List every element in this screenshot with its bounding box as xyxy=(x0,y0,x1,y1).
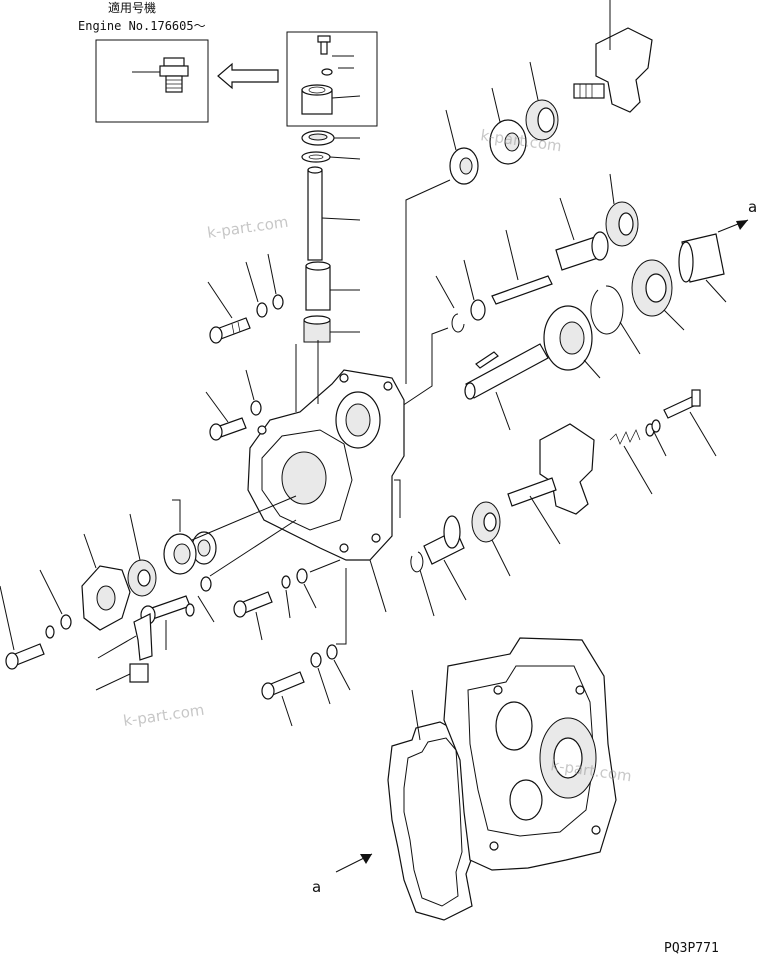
washer-lower-mid xyxy=(281,568,317,619)
nut-left xyxy=(127,513,157,597)
washer-mid-left xyxy=(245,369,262,416)
snap-ring-lower xyxy=(410,551,435,617)
section-label-left: a xyxy=(312,878,321,896)
sleeve-right xyxy=(678,233,727,303)
inset-box-right xyxy=(286,31,378,127)
washer-top xyxy=(301,151,361,163)
engine-serial: Engine No.176605～ xyxy=(78,19,206,33)
bracket-clip xyxy=(95,613,153,691)
washer-center-left xyxy=(185,576,215,623)
section-label-right: a xyxy=(748,198,757,216)
bearing-right xyxy=(543,305,601,379)
snap-ring-mid xyxy=(401,275,465,407)
shaft-main xyxy=(464,343,549,431)
gear-lower xyxy=(471,501,511,577)
drawing-code: PQ3P771 xyxy=(664,941,719,956)
tube-long xyxy=(307,166,361,261)
bolt-left-lower xyxy=(0,585,45,670)
timing-gear-case xyxy=(443,637,617,871)
watermark: k-part.com xyxy=(122,701,205,730)
sleeve xyxy=(305,261,360,311)
bearing-left-2 xyxy=(163,499,197,575)
nut-upper xyxy=(405,109,479,384)
bolt-upper-left xyxy=(207,281,251,344)
gear-small-top xyxy=(303,315,360,343)
washer-upper-left-1 xyxy=(245,261,268,318)
washer-upper-left-2 xyxy=(267,253,284,310)
pin-shaft xyxy=(491,229,553,305)
gasket xyxy=(387,689,475,921)
shaft-flanged xyxy=(555,197,609,271)
gear-upper xyxy=(525,61,559,141)
applicable-label: 適用号機 xyxy=(108,0,156,15)
pump-housing xyxy=(247,340,405,613)
washer-bottom xyxy=(310,568,351,705)
watermark: k-part.com xyxy=(206,213,289,242)
bearing-top xyxy=(301,130,360,146)
replacement-arrow xyxy=(217,62,279,90)
bolt-lower-mid xyxy=(233,591,273,641)
bolt-mid-left xyxy=(205,391,247,441)
washer-left-1 xyxy=(39,569,72,630)
inset-bolt xyxy=(317,35,331,55)
washer-mid xyxy=(463,259,486,321)
governor-lever-top xyxy=(573,0,653,113)
washer-left-2 xyxy=(45,625,55,639)
spring-right xyxy=(609,419,667,495)
rod-right xyxy=(663,389,717,457)
coupling-left xyxy=(81,533,131,631)
snap-ring-right xyxy=(590,285,641,355)
gear-mid-right xyxy=(605,173,639,247)
governor-lever-lower xyxy=(507,423,595,545)
coupling-upper xyxy=(489,87,527,165)
section-arrow-left: a xyxy=(312,853,373,896)
gear-right xyxy=(631,259,685,331)
inset-bushing xyxy=(301,84,333,115)
inset-fitting-part xyxy=(159,57,189,93)
inset-box-left xyxy=(95,39,209,123)
inset-washer xyxy=(321,68,333,76)
shaft-lower xyxy=(423,515,467,601)
bolt-bottom xyxy=(261,671,305,727)
section-arrow-right: a xyxy=(717,198,757,233)
